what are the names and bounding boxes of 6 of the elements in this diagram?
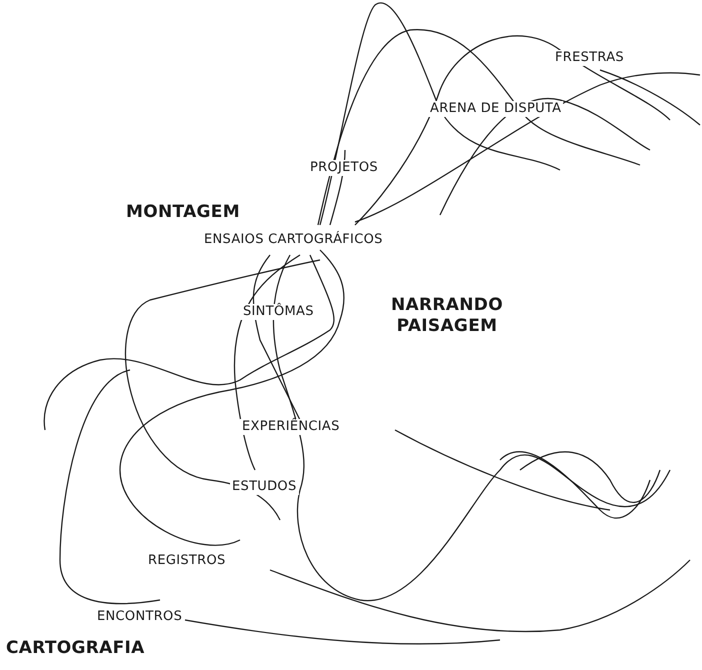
term-label: FRESTRAS — [553, 50, 626, 66]
term-label: EXPERIÊNCIAS — [240, 419, 342, 435]
term-label: SINTÔMAS — [241, 304, 316, 320]
term-label: ESTUDOS — [230, 479, 299, 495]
term-label: ARENA DE DISPUTA — [428, 101, 564, 117]
term-label: PROJETOS — [308, 160, 380, 176]
